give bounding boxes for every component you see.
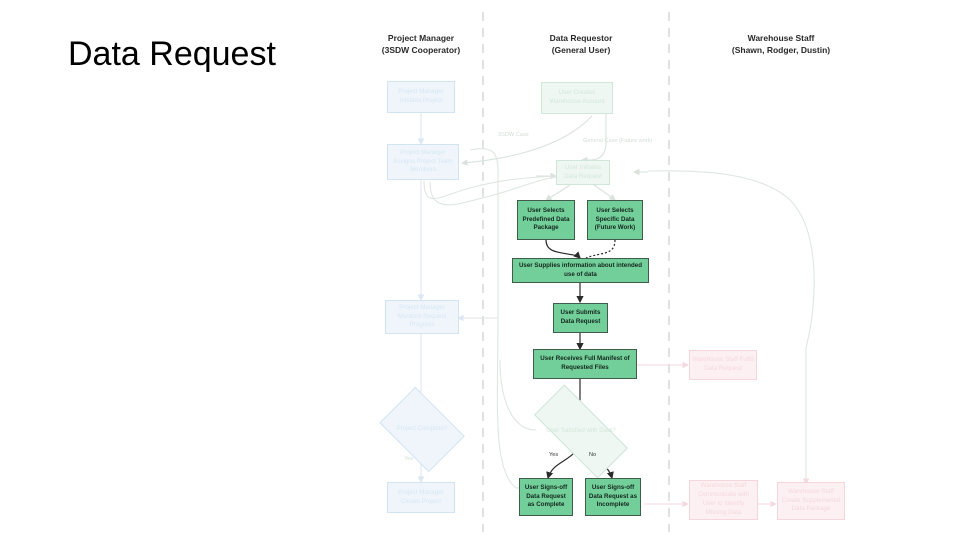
lane-header-warehouse-staff: Warehouse Staff (Shawn, Rodger, Dustin) [692,32,870,57]
lane-header-data-requestor: Data Requestor (General User) [510,32,652,57]
node-user-supplies-intended-use-info[interactable]: User Supplies information about intended… [512,258,649,283]
lane-subtitle-warehouse-staff: (Shawn, Rodger, Dustin) [731,45,831,56]
page-title: Data Request [68,35,276,73]
node-project-complete-decision[interactable]: Project Complete? [379,386,465,473]
node-warehouse-staff-communicate-with-user[interactable]: Warehouse Staff Communicate with User to… [689,480,758,520]
node-user-receives-full-manifest[interactable]: User Receives Full Manifest of Requested… [533,349,637,379]
node-user-initiates-data-request[interactable]: User Initiates Data Request [556,160,610,185]
node-project-manager-closes-project[interactable]: Project Manager Closes Project [387,482,455,513]
node-user-signoff-complete[interactable]: User Signs-off Data Request as Complete [519,478,573,516]
lane-title-warehouse-staff: Warehouse Staff [747,33,815,43]
node-user-creates-warehouse-account[interactable]: User Creates Warehouse Account [541,82,613,114]
node-project-manager-initiates-project[interactable]: Project Manager Initiates Project [387,81,455,113]
node-warehouse-staff-fulfill-data-request[interactable]: Warehouse Staff Fulfill Data Request [689,350,757,380]
node-user-selects-specific-data[interactable]: User Selects Specific Data (Future Work) [587,200,643,240]
lane-title-data-requestor: Data Requestor [549,33,613,43]
edge-label-3sdw-case: 3SDW Case [498,132,529,138]
lane-subtitle-data-requestor: (General User) [551,45,611,56]
node-user-submits-data-request[interactable]: User Submits Data Request [553,303,608,333]
node-warehouse-staff-create-supplemental-package[interactable]: Warehouse Staff Create Supplemental Data… [777,482,845,520]
edge-label-satisfied-no: No [589,452,597,458]
edge-label-general-case: General Case (Future work) [583,138,653,144]
lane-subtitle-project-manager: (3SDW Cooperator) [381,45,461,56]
edge-label-satisfied-yes: Yes [549,452,559,458]
lane-title-project-manager: Project Manager [387,33,455,43]
node-project-manager-assigns-team[interactable]: Project Manager Assigns Project Team Mem… [387,144,459,180]
node-user-selects-predefined-data-package[interactable]: User Selects Predefined Data Package [517,200,575,240]
node-user-signoff-incomplete[interactable]: User Signs-off Data Request as Incomplet… [585,478,641,516]
edge-label-project-complete-yes: Yes [404,456,414,462]
node-user-satisfied-decision[interactable]: User Satisfied with Data? [533,384,629,479]
lane-header-project-manager: Project Manager (3SDW Cooperator) [350,32,492,57]
node-project-manager-monitors-progress[interactable]: Project Manager Monitors Request Progres… [385,300,459,334]
